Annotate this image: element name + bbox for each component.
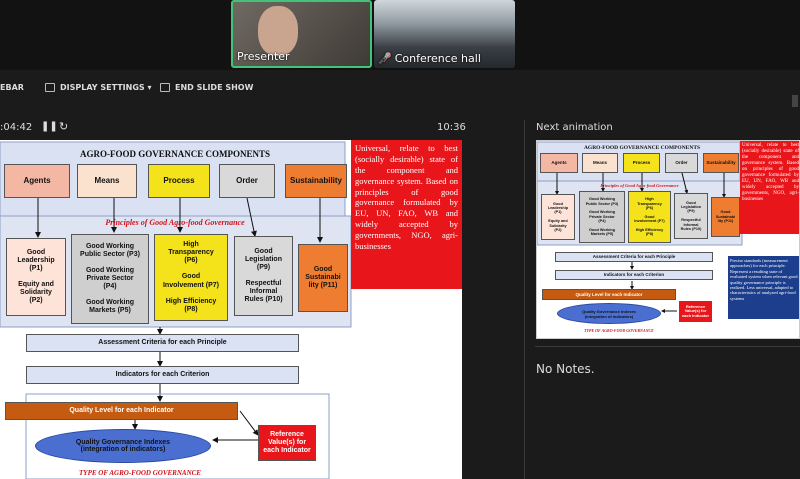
thumb-principles-means: Good Working Public Sector (P3) Good Wor… [579, 191, 625, 243]
clock-time: 10:36 [437, 122, 466, 133]
thumb-reference: Reference Value(s) for each Indicator [679, 301, 712, 322]
assessment-criteria-box: Assessment Criteria for each Principle [26, 334, 299, 352]
pane-divider[interactable] [524, 120, 525, 479]
quality-level-box: Quality Level for each Indicator [5, 402, 238, 420]
thumb-order: Order [665, 153, 698, 173]
indicators-box: Indicators for each Criterion [26, 366, 299, 384]
thumb-principles-process: High Transparency (P6) Good Involvement … [628, 191, 671, 243]
thumb-sustainability: Sustainability [703, 153, 739, 173]
presenter-label: Presenter [237, 50, 290, 63]
thumb-principles-title: Principles of Good Agro-food Governance [600, 183, 679, 188]
thumb-principles-sustainability: Good Sustainabi lity (P11) [711, 197, 740, 237]
thumb-means: Means [582, 153, 618, 173]
end-slide-show-button[interactable]: END SLIDE SHOW [160, 83, 253, 92]
sidebar-label: EBAR [0, 83, 24, 92]
current-slide[interactable]: AGRO-FOOD GOVERNANCE COMPONENTS Agents M… [0, 140, 462, 479]
end-show-icon [160, 83, 170, 92]
governance-type-label: TYPE OF AGRO-FOOD GOVERNANCE [79, 469, 201, 477]
display-icon [45, 83, 55, 92]
thumb-indexes: Quality Governance Indexes (integration … [557, 303, 661, 324]
scrollbar-handle[interactable] [792, 95, 798, 107]
speaker-notes: No Notes. [536, 362, 595, 376]
presenter-face [258, 6, 298, 56]
video-strip: Presenter 🎤̸Conference hall [0, 0, 800, 70]
principles-title: Principles of Good Agro-food Governance [105, 218, 245, 227]
end-show-label: END SLIDE SHOW [175, 83, 254, 92]
component-order: Order [219, 164, 275, 198]
thumb-principles-agents: Good Leadership (P1) Equity and Solidari… [541, 194, 575, 240]
thumb-quality: Quality Level for each Indicator [542, 289, 676, 300]
thumb-indicators: Indicators for each Criterion [555, 270, 713, 280]
presenter-video-tile[interactable]: Presenter [231, 0, 372, 68]
component-agents: Agents [4, 164, 70, 198]
component-process: Process [148, 164, 210, 198]
quality-indexes-ellipse: Quality Governance Indexes (integration … [35, 429, 211, 463]
principles-means: Good Working Public Sector (P3) Good Wor… [71, 234, 149, 324]
thumb-note-blue: Precise standards (measurement approache… [728, 256, 799, 319]
elapsed-timer: :04:42 [0, 122, 33, 133]
slide-title: AGRO-FOOD GOVERNANCE COMPONENTS [79, 149, 270, 159]
thumb-title: AGRO-FOOD GOVERNANCE COMPONENTS [583, 145, 701, 151]
component-sustainability: Sustainability [285, 164, 347, 198]
hall-label: Conference hall [394, 52, 481, 65]
principles-sustainability: Good Sustainabi lity (P11) [298, 244, 348, 312]
hall-label-wrap: 🎤̸Conference hall [378, 52, 481, 65]
slide-note-red: Universal, relate to best (socially desi… [351, 140, 462, 289]
sidebar-button[interactable]: EBAR [0, 83, 24, 92]
pause-timer-button[interactable]: ❚❚ [41, 121, 58, 132]
notes-divider [535, 346, 800, 347]
conference-hall-video-tile[interactable]: 🎤̸Conference hall [374, 0, 515, 68]
thumb-type: TYPE OF AGRO-FOOD GOVERNANCE [584, 328, 654, 333]
thumb-note-red: Universal, relate to best (socially desi… [740, 141, 799, 234]
principles-order: Good Legislation (P9) Respectful Informa… [234, 236, 293, 316]
next-slide-thumbnail[interactable]: AGRO-FOOD GOVERNANCE COMPONENTS Agents M… [536, 140, 800, 339]
display-settings-label: DISPLAY SETTINGS ▾ [60, 83, 152, 92]
thumb-assessment: Assessment Criteria for each Principle [555, 252, 713, 262]
display-settings-button[interactable]: DISPLAY SETTINGS ▾ [45, 83, 151, 92]
reference-values-box: Reference Value(s) for each Indicator [258, 425, 316, 461]
principles-agents: Good Leadership (P1) Equity and Solidari… [6, 238, 66, 316]
presenter-toolbar: EBAR DISPLAY SETTINGS ▾ END SLIDE SHOW [0, 78, 800, 98]
thumb-process: Process [623, 153, 660, 173]
thumb-agents: Agents [540, 153, 578, 173]
thumb-principles-order: Good Legislation (P9) Respectful Informa… [674, 193, 708, 239]
next-animation-label: Next animation [536, 122, 613, 133]
restart-timer-button[interactable]: ↻ [59, 120, 69, 133]
mic-off-icon: 🎤̸ [378, 52, 392, 65]
component-means: Means [77, 164, 137, 198]
principles-process: High Transparency (P6) Good Involvement … [154, 234, 228, 321]
